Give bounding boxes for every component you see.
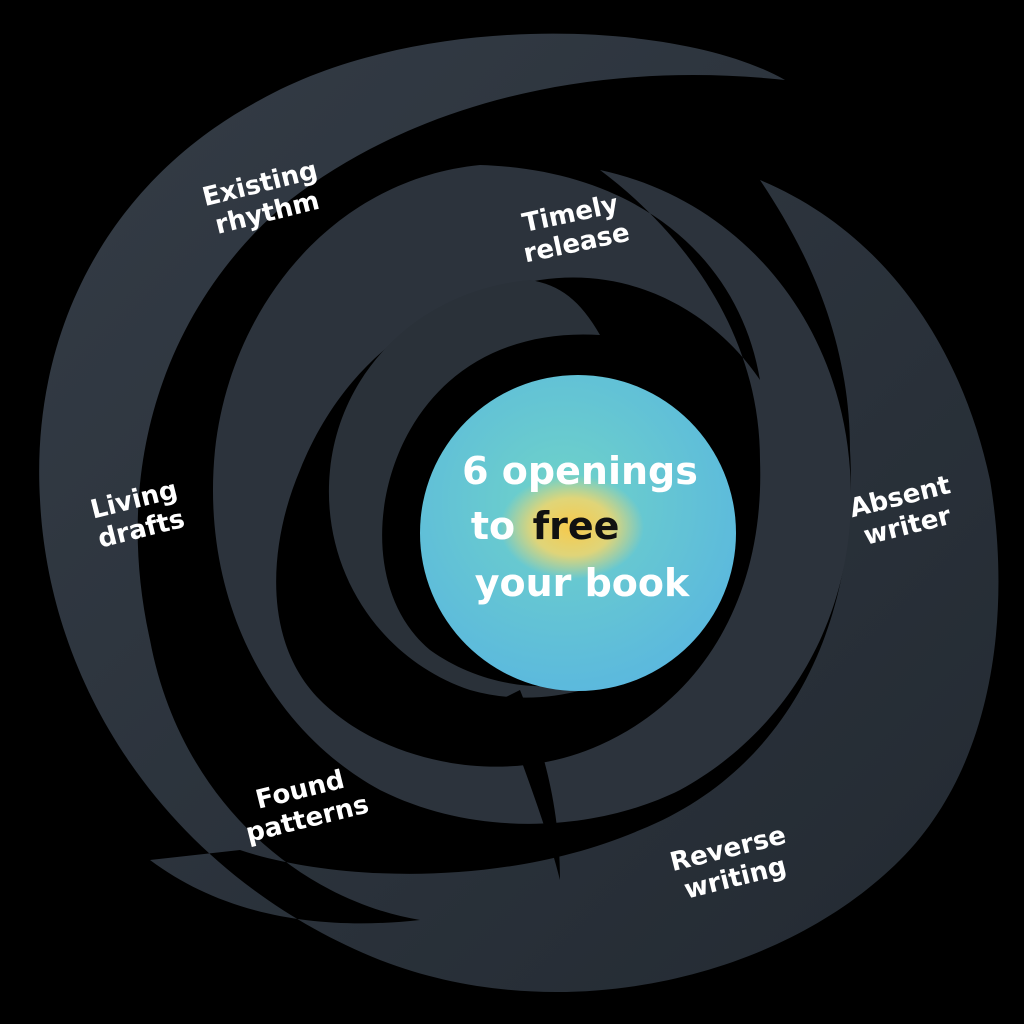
center-line-2-prefix: to <box>471 504 515 548</box>
core-spiral-band <box>328 280 670 880</box>
label-existing-rhythm: Existing rhythm <box>199 155 322 240</box>
center-line-1: 6 openings <box>462 449 698 493</box>
inner-spiral-band <box>212 165 851 824</box>
outer-spiral-band <box>39 33 999 992</box>
center-badge: 6 openings to free your book <box>420 375 736 691</box>
center-line-2-highlight: free <box>533 504 620 548</box>
center-line-3: your book <box>475 561 690 605</box>
center-glow <box>500 475 644 579</box>
label-found-patterns: Found patterns <box>243 765 372 849</box>
